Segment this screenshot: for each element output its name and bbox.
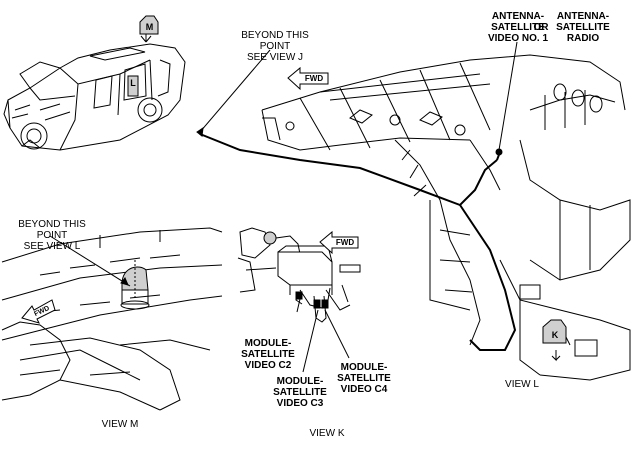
callout-l-letter: L (130, 78, 136, 88)
module-satellite-video-c4-label: MODULE- SATELLITE VIDEO C4 (337, 362, 391, 395)
or-label: OR (533, 22, 549, 33)
antenna-cable-down (459, 204, 517, 351)
module-satellite-video-c3-label: MODULE- SATELLITE VIDEO C3 (273, 376, 327, 409)
fwd-label-view-l: FWD (304, 74, 324, 83)
antenna-satellite-radio-label: ANTENNA- SATELLITE RADIO (556, 11, 610, 44)
fwd-arrow-view-m (21, 299, 56, 324)
module-c2-leader (296, 298, 301, 313)
beyond-point-view-l-label: BEYOND THIS POINT SEE VIEW L (18, 219, 86, 252)
vehicle-illustration (3, 30, 186, 151)
beyond-point-view-j-label: BEYOND THIS POINT SEE VIEW J (241, 30, 309, 63)
module-assembly-view-k (237, 227, 361, 323)
callout-k-letter: K (551, 330, 559, 340)
fwd-label-view-k: FWD (335, 238, 355, 247)
module-satellite-video-c2-label: MODULE- SATELLITE VIDEO C2 (241, 338, 295, 371)
callout-k-badge (542, 319, 567, 344)
beyond-j-leader (199, 49, 271, 133)
view-l-title: VIEW L (505, 379, 539, 390)
beyond-l-leader (49, 235, 131, 287)
antenna-cable-forward (199, 133, 498, 207)
view-m-title: VIEW M (101, 419, 139, 430)
antenna-shark-fin (121, 266, 149, 291)
callout-m-letter: M (145, 22, 154, 32)
antenna-satellite-video-label: ANTENNA- SATELLITE VIDEO NO. 1 (487, 11, 548, 44)
fwd-arrow-view-l (287, 66, 329, 91)
callout-m-badge (139, 15, 159, 35)
antenna-leader (498, 41, 518, 151)
roof-structure-view-l (261, 54, 631, 381)
module-c3-leader (302, 309, 319, 373)
roof-panel-view-m (1, 227, 223, 411)
view-k-title: VIEW K (309, 428, 345, 439)
fwd-arrow-view-k (319, 230, 359, 255)
module-c4-leader (324, 309, 350, 359)
